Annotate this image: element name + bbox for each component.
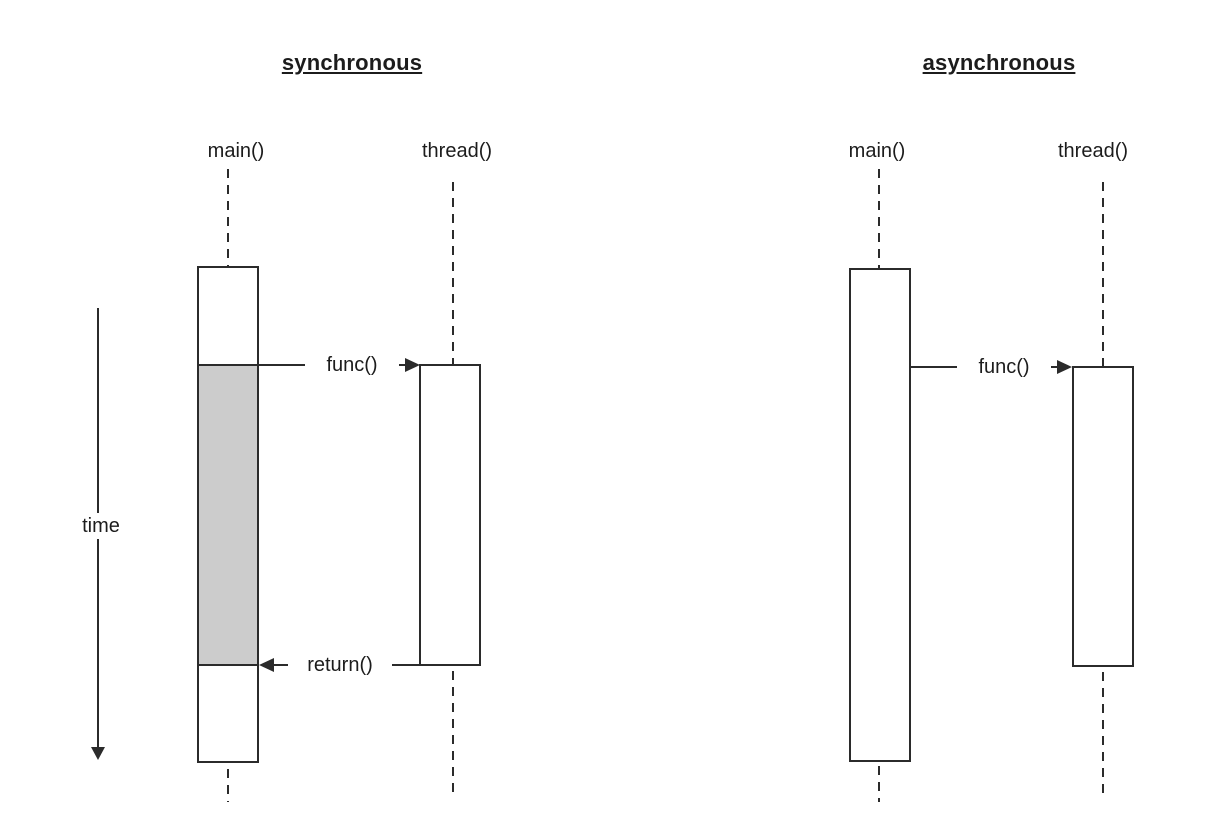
time-axis-label: time xyxy=(66,513,136,539)
async-main-lifeline-label: main() xyxy=(848,140,906,162)
async-main-lifeline-dash-bottom xyxy=(878,766,880,802)
async-title: asynchronous xyxy=(922,50,1076,75)
sync-main-lifeline-label: main() xyxy=(207,140,265,162)
sync-title: synchronous xyxy=(281,50,423,75)
async-func-arrow-right-icon xyxy=(1057,360,1072,374)
sync-return-label: return() xyxy=(288,652,392,678)
sync-thread-lifeline-label: thread() xyxy=(421,140,493,162)
sync-func-arrow-right-icon xyxy=(405,358,420,372)
time-arrow-down-icon xyxy=(91,747,105,760)
sync-return-arrow-left-icon xyxy=(259,658,274,672)
sync-main-lifeline-dash-bottom xyxy=(227,769,229,802)
sync-thread-lifeline-dash-top xyxy=(452,182,454,364)
async-main-lifeline-dash-top xyxy=(878,169,880,268)
sync-thread-activation-bar xyxy=(419,364,481,666)
sync-func-call-label: func() xyxy=(305,352,399,378)
async-thread-activation-bar xyxy=(1072,366,1134,667)
async-thread-lifeline-dash-top xyxy=(1102,182,1104,366)
async-func-call-label: func() xyxy=(957,354,1051,380)
async-thread-lifeline-dash-bottom xyxy=(1102,672,1104,794)
sync-main-lifeline-dash-top xyxy=(227,169,229,266)
sync-thread-lifeline-dash-bottom xyxy=(452,671,454,793)
async-main-activation-bar xyxy=(849,268,911,762)
async-thread-lifeline-label: thread() xyxy=(1057,140,1129,162)
sync-blocked-region xyxy=(199,364,257,666)
